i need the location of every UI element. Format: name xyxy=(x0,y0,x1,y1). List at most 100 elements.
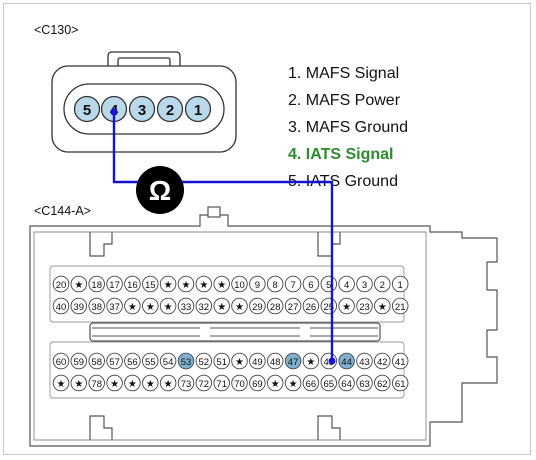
c144a-pin-label: 20 xyxy=(56,280,67,291)
c144a-pin-42 xyxy=(374,352,391,370)
c144a-pin-72 xyxy=(195,374,213,392)
c144a-pin-unused xyxy=(177,275,195,293)
c144a-pin-unused xyxy=(159,297,177,315)
unused-pin-star-icon: ★ xyxy=(235,357,244,368)
c144a-pin-3 xyxy=(356,275,373,293)
c144a-pin-label: 37 xyxy=(109,302,120,313)
c144a-pin-label: 69 xyxy=(252,379,263,390)
c144a-pin-29 xyxy=(249,297,266,315)
c144a-pin-4 xyxy=(338,275,355,293)
c144a-pin-unused xyxy=(70,275,88,293)
c144a-pin-41 xyxy=(391,352,409,370)
c144a-pin-label: 1 xyxy=(398,280,403,291)
c144a-pin-unused xyxy=(231,297,248,315)
unused-pin-star-icon: ★ xyxy=(74,379,83,390)
c144a-pin-label: 57 xyxy=(109,357,120,368)
c144a-pin-label: 9 xyxy=(255,280,260,291)
c144a-pin-56 xyxy=(124,352,141,370)
c144a-pin-label: 66 xyxy=(306,379,317,390)
c144a-pin-label: 8 xyxy=(273,280,278,291)
c144a-pin-16 xyxy=(124,275,141,293)
c144a-pin-label: 23 xyxy=(359,302,370,313)
pin-legend: 1. MAFS Signal 2. MAFS Power 3. MAFS Gro… xyxy=(288,60,408,195)
c144a-pin-label: 70 xyxy=(234,379,245,390)
c144a-pin-54 xyxy=(159,352,177,370)
c144a-pin-label: 33 xyxy=(181,302,192,313)
c144a-pin-69 xyxy=(249,374,266,392)
c144a-pin-21 xyxy=(391,297,409,315)
c144a-pin-label: 2 xyxy=(380,280,385,291)
unused-pin-star-icon: ★ xyxy=(306,357,315,368)
c144a-pin-18 xyxy=(88,275,105,293)
probe-point-c130-pin4 xyxy=(110,108,118,116)
c144a-pin-label: 63 xyxy=(359,379,370,390)
c144a-pin-37 xyxy=(106,297,123,315)
c144a-pin-32 xyxy=(195,297,213,315)
legend-item-5: 5. IATS Ground xyxy=(288,173,398,190)
c144a-pin-61 xyxy=(391,374,409,392)
unused-pin-star-icon: ★ xyxy=(128,379,137,390)
c144a-pin-65 xyxy=(320,374,338,392)
c144a-pin-label: 65 xyxy=(324,379,335,390)
c144a-pin-label: 71 xyxy=(216,379,227,390)
c144a-pin-71 xyxy=(213,374,230,392)
c144a-pin-44 xyxy=(338,352,355,370)
c144a-pin-label: 47 xyxy=(288,357,299,368)
c130-pin-1 xyxy=(184,95,212,123)
c144a-pin-7 xyxy=(284,275,302,293)
c130-pin-label: 1 xyxy=(194,102,202,119)
unused-pin-star-icon: ★ xyxy=(57,379,66,390)
unused-pin-star-icon: ★ xyxy=(235,302,244,313)
c144a-pin-unused xyxy=(142,297,159,315)
c144a-pin-label: 51 xyxy=(216,357,227,368)
c144a-pin-64 xyxy=(338,374,355,392)
c144a-pin-unused xyxy=(374,297,391,315)
c144a-pin-label: 52 xyxy=(199,357,210,368)
c144a-pin-label: 44 xyxy=(341,357,352,368)
c144a-pin-15 xyxy=(142,275,159,293)
unused-pin-star-icon: ★ xyxy=(164,280,173,291)
c144a-pin-label: 41 xyxy=(395,357,406,368)
c144a-pin-label: 21 xyxy=(395,302,406,313)
unused-pin-star-icon: ★ xyxy=(182,280,191,291)
c144a-pin-70 xyxy=(231,374,248,392)
measurement-wire xyxy=(112,112,334,361)
unused-pin-star-icon: ★ xyxy=(217,280,226,291)
c144a-pin-9 xyxy=(249,275,266,293)
c144a-pin-unused xyxy=(52,374,70,392)
c144a-pin-label: 54 xyxy=(163,357,174,368)
c144a-pin-label: 7 xyxy=(290,280,295,291)
legend-item-1: 1. MAFS Signal xyxy=(288,65,400,82)
c144a-pin-label: 59 xyxy=(74,357,85,368)
c130-pin-3 xyxy=(128,95,156,123)
c144a-pin-unused xyxy=(124,297,141,315)
c144a-pin-label: 17 xyxy=(109,280,120,291)
c144a-connector xyxy=(29,206,498,447)
c144a-pin-49 xyxy=(249,352,266,370)
c144a-pin-52 xyxy=(195,352,213,370)
c144a-pin-unused xyxy=(231,352,248,370)
c144a-pin-57 xyxy=(106,352,123,370)
c144a-pin-label: 18 xyxy=(91,280,102,291)
c144a-pin-label: 3 xyxy=(362,280,367,291)
c144a-pin-unused xyxy=(195,275,213,293)
c144a-pin-label: 38 xyxy=(91,302,102,313)
c144a-pin-8 xyxy=(266,275,284,293)
c144a-pin-47 xyxy=(284,352,302,370)
c144a-pin-label: 29 xyxy=(252,302,263,313)
c144a-pin-58 xyxy=(88,352,105,370)
c144a-pin-label: 15 xyxy=(145,280,156,291)
c144a-pin-23 xyxy=(356,297,373,315)
c144a-pin-label: 26 xyxy=(306,302,317,313)
c144a-pin-38 xyxy=(88,297,105,315)
c144a-pin-17 xyxy=(106,275,123,293)
c130-pin-label: 2 xyxy=(166,102,174,119)
c130-pin-2 xyxy=(156,95,184,123)
c144a-pin-53 xyxy=(177,352,195,370)
unused-pin-star-icon: ★ xyxy=(342,302,351,313)
c144a-pin-unused xyxy=(338,297,355,315)
c144a-pin-6 xyxy=(302,275,320,293)
c144a-pin-label: 16 xyxy=(127,280,138,291)
